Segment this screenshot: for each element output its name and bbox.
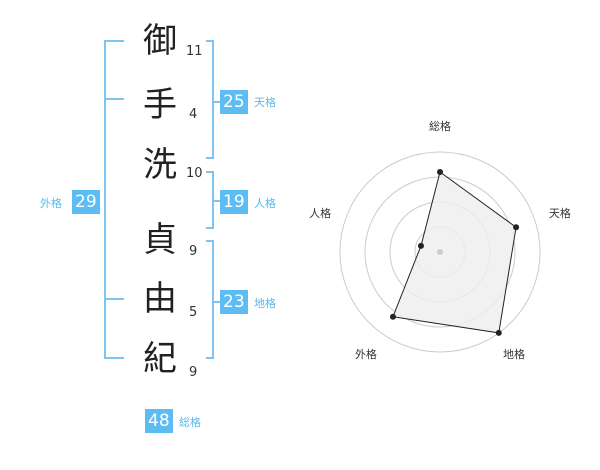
gaikaku-value-badge: 29: [72, 190, 100, 214]
chikaku-bracket-bottom: [206, 357, 214, 359]
name-char-2: 手: [143, 85, 177, 125]
name-char-3: 洗: [143, 145, 177, 185]
gaikaku-bracket-line: [104, 40, 106, 359]
jinkaku-bracket-bottom: [206, 227, 214, 229]
chikaku-value-badge: 23: [220, 290, 248, 314]
gaikaku-bracket-mid-2: [104, 298, 124, 300]
radar-point-1: [437, 169, 443, 175]
radar-axis-label-3: 地格: [503, 347, 525, 361]
soukaku-value-badge: 48: [145, 409, 173, 433]
name-char-6: 紀: [143, 339, 177, 379]
radar-point-2: [513, 224, 520, 231]
tenkaku-bracket-line: [212, 40, 214, 159]
jinkaku-label: 人格: [254, 197, 276, 210]
name-char-4: 貞: [143, 220, 177, 260]
jinkaku-bracket-top: [206, 171, 214, 173]
chikaku-label: 地格: [254, 297, 276, 310]
radar-value-polygon: [392, 171, 517, 334]
jinkaku-bracket-tick: [212, 200, 220, 202]
tenkaku-value-badge: 25: [220, 90, 248, 114]
radar-point-4: [389, 313, 396, 320]
soukaku-label: 総格: [179, 416, 201, 429]
gaikaku-bracket-top: [104, 40, 124, 42]
radar-point-5: [417, 242, 424, 249]
stroke-count-6: 9: [189, 365, 198, 380]
radar-axis-label-4: 外格: [355, 347, 377, 361]
stroke-count-3: 10: [186, 166, 203, 181]
tenkaku-bracket-bottom: [206, 157, 214, 159]
gaikaku-bracket-mid-1: [104, 98, 124, 100]
radar-ring-4: [339, 151, 541, 353]
name-char-1: 御: [143, 21, 177, 61]
tenkaku-bracket-tick: [212, 101, 220, 103]
radar-point-3: [495, 329, 502, 336]
gaikaku-bracket-bottom: [104, 357, 124, 359]
tenkaku-bracket-top: [206, 40, 214, 42]
name-char-5: 由: [143, 279, 177, 319]
stroke-count-1: 11: [186, 44, 203, 59]
chikaku-bracket-top: [206, 240, 214, 242]
chikaku-bracket-tick: [212, 301, 220, 303]
radar-center-dot: [437, 249, 443, 255]
stroke-count-5: 5: [189, 305, 198, 320]
radar-axis-label-2: 天格: [549, 206, 571, 220]
stroke-count-4: 9: [189, 244, 198, 259]
tenkaku-label: 天格: [254, 96, 276, 109]
jinkaku-value-badge: 19: [220, 190, 248, 214]
radar-axis-label-1: 総格: [429, 119, 451, 133]
radar-axis-label-5: 人格: [309, 206, 331, 220]
gaikaku-label: 外格: [40, 197, 62, 210]
stroke-count-2: 4: [189, 107, 198, 122]
chikaku-bracket-line: [212, 240, 214, 359]
